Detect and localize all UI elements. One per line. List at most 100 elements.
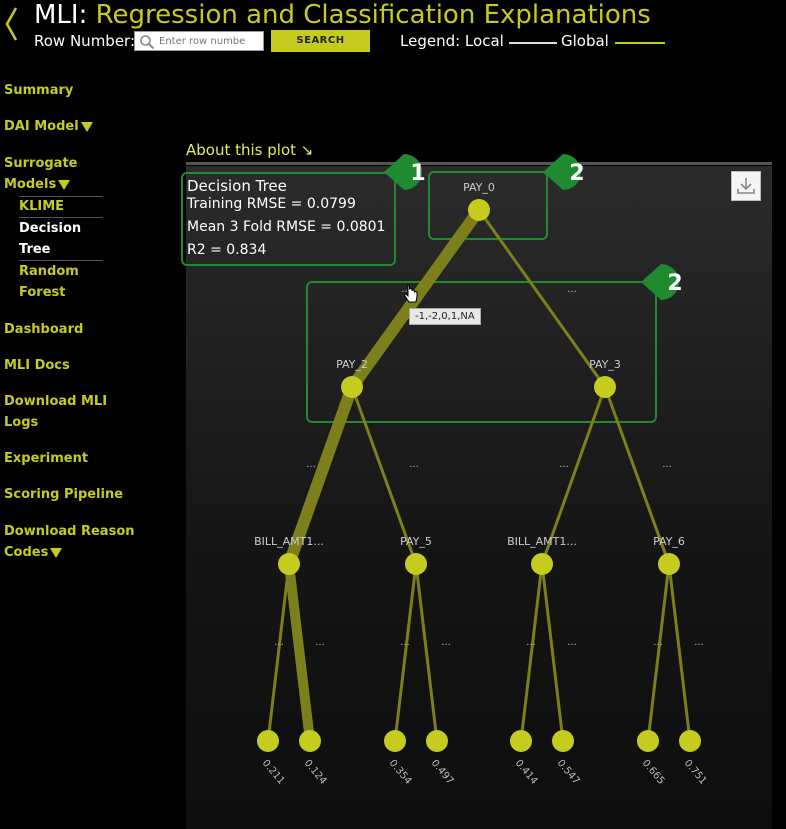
nav-download-mli-logs-line1[interactable]: Download MLI	[4, 394, 108, 409]
tree-edge	[646, 563, 671, 742]
tree-node-root[interactable]	[468, 199, 490, 221]
edge-ellipsis-label: ...	[400, 637, 410, 648]
tree-node-label: PAY_5	[400, 535, 432, 548]
submenu-divider	[19, 196, 103, 197]
nav-surrogate-models-label: Models	[4, 177, 57, 192]
nav-download-reason-codes[interactable]: Codes	[4, 542, 63, 563]
tree-node-l1_right[interactable]	[594, 376, 616, 398]
tree-leaf-value: 0.414	[513, 758, 540, 787]
edge-ellipsis-label: ...	[694, 637, 704, 648]
tree-edge	[284, 563, 315, 742]
edge-ellipsis-label: ...	[567, 637, 577, 648]
hand-cursor-icon	[404, 285, 418, 303]
tree-edge	[283, 384, 358, 567]
nav-download-mli-logs[interactable]: Logs	[4, 415, 39, 430]
tree-node-label: PAY_3	[589, 358, 621, 371]
nav-mli-docs[interactable]: MLI Docs	[4, 358, 70, 373]
nav-random-forest[interactable]: Forest	[19, 282, 65, 303]
legend-local-swatch	[509, 42, 557, 44]
callout-marker-2	[543, 154, 581, 190]
tree-node-l1_left[interactable]	[341, 376, 363, 398]
edge-ellipsis-label: ...	[409, 459, 419, 470]
tree-edge	[667, 563, 692, 742]
tree-leaf-node[interactable]	[426, 730, 448, 752]
edge-ellipsis-label: ...	[662, 459, 672, 470]
tree-leaf-node[interactable]	[299, 730, 321, 752]
about-this-plot-link[interactable]: About this plot ↘	[186, 141, 314, 159]
nav-dai-model[interactable]: DAI Model	[4, 116, 93, 137]
stats-title: Decision Tree	[187, 177, 287, 195]
tree-leaf-node[interactable]	[679, 730, 701, 752]
tree-leaf-node[interactable]	[637, 730, 659, 752]
nav-klime[interactable]: KLIME	[19, 199, 65, 214]
edge-ellipsis-label: ...	[401, 284, 411, 295]
tree-leaf-value: 0.211	[260, 758, 287, 787]
row-search-box	[134, 31, 264, 51]
legend-local-label: Legend: Local	[400, 32, 504, 50]
nav-summary[interactable]: Summary	[4, 83, 74, 98]
tree-edge	[477, 209, 607, 388]
search-button[interactable]: SEARCH	[271, 30, 370, 52]
nav-download-reason-codes-line1[interactable]: Download Reason	[4, 524, 135, 539]
tree-node-l2_b[interactable]	[405, 553, 427, 575]
search-icon	[140, 35, 155, 50]
tree-node-label: PAY_0	[463, 181, 495, 194]
nav-random-forest-line1[interactable]: Random	[19, 264, 79, 279]
tree-edge	[350, 386, 418, 565]
page-title-text: Regression and Classification Explanatio…	[95, 0, 651, 30]
tree-edge	[540, 563, 565, 742]
tree-node-l2_a[interactable]	[278, 553, 300, 575]
back-chevron-icon[interactable]	[4, 6, 18, 42]
legend-global-label: Global	[561, 32, 609, 50]
caret-down-icon	[50, 547, 63, 558]
nav-surrogate-models[interactable]: Models	[4, 174, 71, 195]
nav-random-forest-label: Forest	[19, 285, 66, 300]
callout-number: 2	[667, 271, 682, 296]
tree-leaf-node[interactable]	[384, 730, 406, 752]
caret-down-icon	[58, 179, 71, 190]
tree-edge	[540, 386, 607, 565]
callout-number: 1	[410, 161, 425, 186]
nav-scoring-pipeline[interactable]: Scoring Pipeline	[4, 487, 124, 502]
tree-leaf-node[interactable]	[257, 730, 279, 752]
nav-experiment[interactable]: Experiment	[4, 451, 89, 466]
download-icon	[737, 178, 755, 194]
edge-ellipsis-label: ...	[441, 637, 451, 648]
row-number-label: Row Number:	[34, 32, 136, 50]
tree-node-l2_c[interactable]	[531, 553, 553, 575]
tree-node-l2_d[interactable]	[658, 553, 680, 575]
nav-decision-tree[interactable]: Tree	[19, 242, 51, 257]
callout-marker-1	[384, 154, 422, 190]
edge-ellipsis-label: ...	[315, 637, 325, 648]
tree-edge	[414, 563, 439, 742]
tree-leaf-value: 0.665	[640, 758, 667, 787]
plot-header-divider	[186, 162, 772, 165]
tree-leaf-value: 0.497	[429, 758, 456, 787]
tree-leaf-value: 0.354	[387, 758, 414, 787]
tree-edge	[393, 563, 418, 742]
stats-cv-rmse: Mean 3 Fold RMSE = 0.0801	[187, 219, 386, 235]
nav-decision-tree-line1[interactable]: Decision	[19, 221, 82, 236]
tree-node-label: BILL_AMT1...	[254, 535, 324, 548]
row-number-input[interactable]	[159, 33, 261, 49]
app-name: MLI:	[34, 0, 88, 30]
nav-surrogate-models-line1[interactable]: Surrogate	[4, 156, 78, 171]
page-title: MLI: Regression and Classification Expla…	[34, 0, 651, 30]
download-plot-button[interactable]	[731, 171, 761, 201]
tree-edge	[603, 386, 671, 565]
tree-leaf-value: 0.124	[302, 758, 329, 787]
callout-box-stats	[181, 172, 396, 266]
edge-tooltip: -1,-2,0,1,NA	[409, 308, 481, 325]
tree-leaf-node[interactable]	[510, 730, 532, 752]
stats-r2: R2 = 0.834	[187, 242, 267, 258]
edge-ellipsis-label: ...	[567, 284, 577, 295]
submenu-divider	[19, 260, 103, 261]
stats-training-rmse: Training RMSE = 0.0799	[187, 196, 356, 212]
callout-box-level1	[306, 281, 657, 423]
tree-leaf-value: 0.751	[682, 758, 709, 787]
tree-node-label: BILL_AMT1...	[507, 535, 577, 548]
tree-node-label: PAY_6	[653, 535, 685, 548]
nav-dashboard[interactable]: Dashboard	[4, 322, 84, 337]
tree-leaf-node[interactable]	[552, 730, 574, 752]
